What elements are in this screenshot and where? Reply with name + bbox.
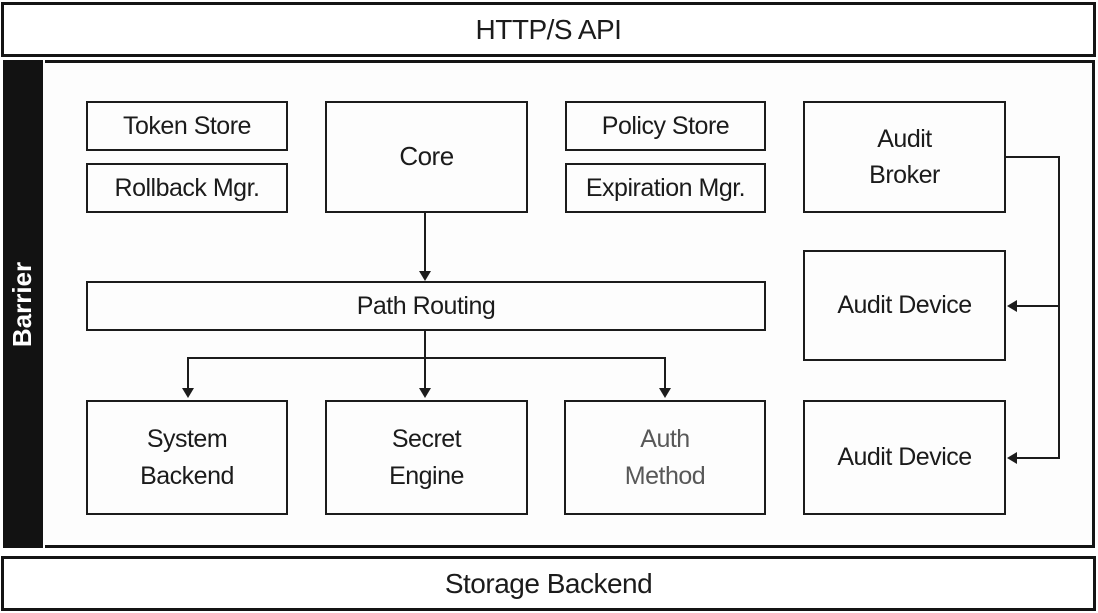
node-label: Core bbox=[399, 141, 454, 172]
node-auth-method: Auth Method bbox=[564, 400, 766, 515]
node-label-line2: Method bbox=[624, 461, 706, 490]
node-label: Audit Device bbox=[837, 291, 972, 320]
connector-audit-broker-out bbox=[1006, 156, 1060, 158]
arrowhead-down-icon bbox=[419, 388, 431, 398]
node-expiration-mgr: Expiration Mgr. bbox=[565, 163, 766, 213]
node-core: Core bbox=[325, 101, 528, 213]
http-api-bar: HTTP/S API bbox=[1, 2, 1096, 57]
arrowhead-down-icon bbox=[659, 388, 671, 398]
node-label: Policy Store bbox=[601, 111, 730, 140]
node-label-line1: Secret bbox=[391, 425, 462, 454]
node-label-line2: Engine bbox=[389, 461, 464, 490]
connector-path-routing-stem bbox=[424, 331, 426, 359]
node-secret-engine: Secret Engine bbox=[325, 400, 528, 515]
node-label-line1: System bbox=[146, 425, 228, 454]
http-api-label: HTTP/S API bbox=[475, 13, 622, 45]
node-label: Audit Device bbox=[837, 443, 972, 472]
node-label: Expiration Mgr. bbox=[585, 173, 746, 202]
node-audit-device-top: Audit Device bbox=[803, 250, 1006, 361]
arrowhead-left-icon bbox=[1007, 452, 1017, 464]
node-label-line2: Broker bbox=[869, 161, 940, 189]
connector-audit-vertical bbox=[1058, 156, 1060, 459]
arrowhead-left-icon bbox=[1007, 300, 1017, 312]
connector-to-audit-device-top bbox=[1017, 305, 1058, 307]
connector-drop-auth-method bbox=[664, 357, 666, 389]
storage-backend-bar: Storage Backend bbox=[1, 556, 1096, 611]
node-rollback-mgr: Rollback Mgr. bbox=[86, 163, 288, 213]
node-path-routing: Path Routing bbox=[86, 281, 766, 331]
connector-branch-horizontal bbox=[187, 357, 666, 359]
connector-core-to-path-routing bbox=[424, 213, 426, 272]
node-token-store: Token Store bbox=[86, 101, 288, 151]
barrier-label: Barrier bbox=[7, 261, 38, 347]
node-label: Path Routing bbox=[356, 291, 496, 320]
node-audit-device-bottom: Audit Device bbox=[803, 400, 1006, 515]
node-label-line1: Auth bbox=[640, 425, 690, 454]
node-label: Rollback Mgr. bbox=[114, 173, 260, 202]
node-audit-broker: Audit Broker bbox=[803, 101, 1006, 213]
node-system-backend: System Backend bbox=[86, 400, 288, 515]
node-policy-store: Policy Store bbox=[565, 101, 766, 151]
node-label-line2: Backend bbox=[140, 461, 234, 490]
storage-backend-label: Storage Backend bbox=[444, 567, 653, 599]
node-label-line1: Audit bbox=[877, 124, 932, 153]
barrier-bar: Barrier bbox=[3, 60, 45, 548]
arrowhead-down-icon bbox=[419, 271, 431, 281]
connector-drop-secret-engine bbox=[424, 357, 426, 389]
arrowhead-down-icon bbox=[182, 388, 194, 398]
connector-to-audit-device-bottom bbox=[1017, 457, 1058, 459]
node-label: Token Store bbox=[123, 111, 251, 140]
connector-drop-system-backend bbox=[187, 357, 189, 389]
